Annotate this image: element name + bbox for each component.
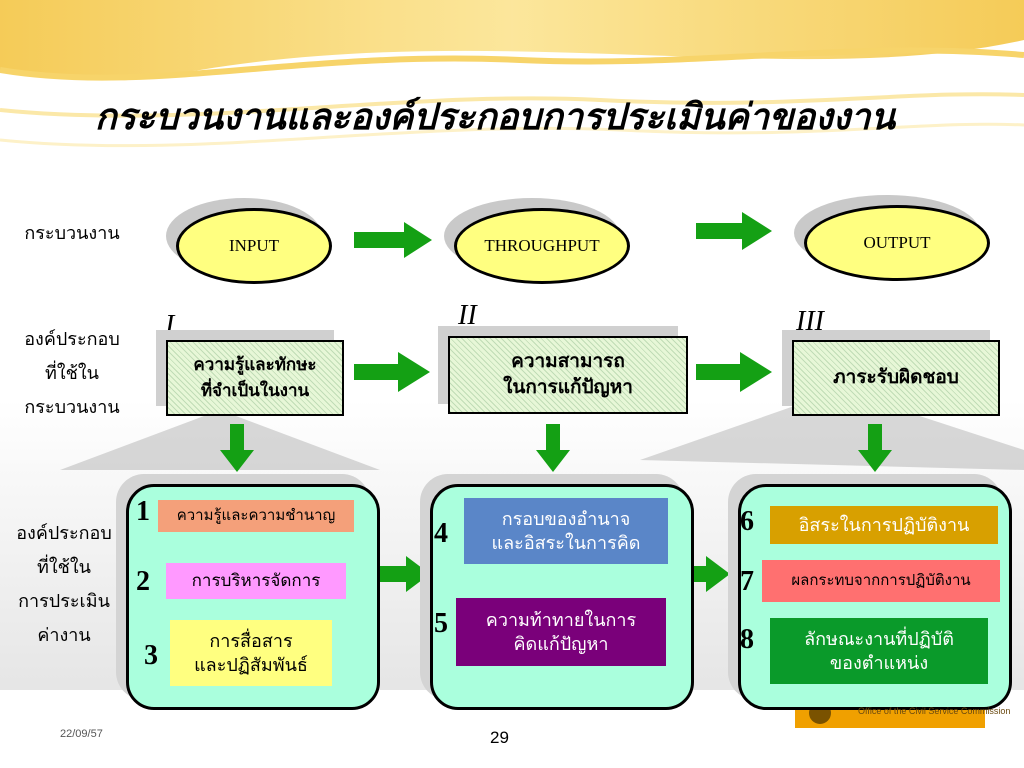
item-label: การสื่อสาร bbox=[209, 631, 293, 651]
item-number-7: 7 bbox=[740, 566, 754, 597]
item-label: ความรู้และความชำนาญ bbox=[176, 507, 336, 524]
header-line: ภาระรับผิดชอบ bbox=[833, 367, 959, 388]
item-number-8: 8 bbox=[740, 624, 754, 655]
item-label: ความท้าทายในการ bbox=[485, 610, 637, 630]
item-label: ลักษณะงานที่ปฏิบัติ bbox=[804, 629, 954, 649]
roman-numeral-1: I bbox=[165, 310, 175, 341]
row-label-line: องค์ประกอบ bbox=[24, 329, 120, 349]
item-impact: ผลกระทบจากการปฏิบัติงาน bbox=[762, 560, 1000, 602]
item-label: ผลกระทบจากการปฏิบัติงาน bbox=[791, 572, 971, 589]
stage-output: OUTPUT bbox=[804, 205, 990, 281]
stage-input: INPUT bbox=[176, 208, 332, 284]
row-label-components-process: องค์ประกอบ ที่ใช้ใน กระบวนงาน bbox=[8, 322, 136, 424]
item-label: อิสระในการปฏิบัติงาน bbox=[798, 515, 970, 535]
item-label: คิดแก้ปัญหา bbox=[513, 634, 609, 654]
page-number: 29 bbox=[490, 728, 509, 747]
roman-numeral-2: II bbox=[458, 300, 477, 331]
row-label-line: การประเมิน bbox=[18, 591, 110, 611]
header-line: ความรู้และทักษะ bbox=[193, 355, 317, 374]
header-line: ที่จำเป็นในงาน bbox=[200, 381, 310, 400]
roman-numeral-3: III bbox=[796, 306, 824, 337]
row-label-line: ที่ใช้ใน bbox=[45, 363, 99, 383]
header-line: ความสามารถ bbox=[511, 351, 625, 372]
row-label-process-line: กระบวนงาน bbox=[24, 223, 120, 243]
footer-date: 22/09/57 bbox=[60, 728, 103, 740]
row-label-line: ที่ใช้ใน bbox=[37, 557, 91, 577]
row-label-line: ค่างาน bbox=[37, 625, 91, 645]
item-number-3: 3 bbox=[144, 640, 158, 671]
item-authority-freedom: กรอบของอำนาจ และอิสระในการคิด bbox=[464, 498, 668, 564]
header-knowledge-skills: ความรู้และทักษะ ที่จำเป็นในงาน bbox=[166, 340, 344, 416]
header-line: ในการแก้ปัญหา bbox=[503, 377, 633, 398]
item-communication: การสื่อสาร และปฏิสัมพันธ์ bbox=[170, 620, 332, 686]
item-label: การบริหารจัดการ bbox=[191, 571, 321, 590]
item-label: และปฏิสัมพันธ์ bbox=[194, 655, 308, 675]
item-label: และอิสระในการคิด bbox=[491, 533, 641, 553]
item-number-4: 4 bbox=[434, 518, 448, 549]
item-label: กรอบของอำนาจ bbox=[501, 509, 631, 529]
header-problem-solving: ความสามารถ ในการแก้ปัญหา bbox=[448, 336, 688, 414]
item-knowledge-expertise: ความรู้และความชำนาญ bbox=[158, 500, 354, 532]
item-number-6: 6 bbox=[740, 506, 754, 537]
stage-throughput: THROUGHPUT bbox=[454, 208, 630, 284]
page-title: กระบวนงานและองค์ประกอบการประเมินค่าของงา… bbox=[94, 97, 896, 137]
item-number-5: 5 bbox=[434, 608, 448, 639]
item-freedom-to-act: อิสระในการปฏิบัติงาน bbox=[770, 506, 998, 544]
item-challenge: ความท้าทายในการ คิดแก้ปัญหา bbox=[456, 598, 666, 666]
row-label-line: องค์ประกอบ bbox=[16, 523, 112, 543]
item-management: การบริหารจัดการ bbox=[166, 563, 346, 599]
item-job-nature: ลักษณะงานที่ปฏิบัติ ของตำแหน่ง bbox=[770, 618, 988, 684]
item-number-1: 1 bbox=[136, 496, 150, 527]
header-accountability: ภาระรับผิดชอบ bbox=[792, 340, 1000, 416]
row-label-process: กระบวนงาน bbox=[8, 216, 136, 250]
item-label: ของตำแหน่ง bbox=[829, 653, 929, 673]
row-label-components-eval: องค์ประกอบ ที่ใช้ใน การประเมิน ค่างาน bbox=[0, 516, 128, 652]
item-number-2: 2 bbox=[136, 566, 150, 597]
row-label-line: กระบวนงาน bbox=[24, 397, 120, 417]
logo-text: Office of the Civil Service Commission bbox=[858, 706, 1011, 716]
